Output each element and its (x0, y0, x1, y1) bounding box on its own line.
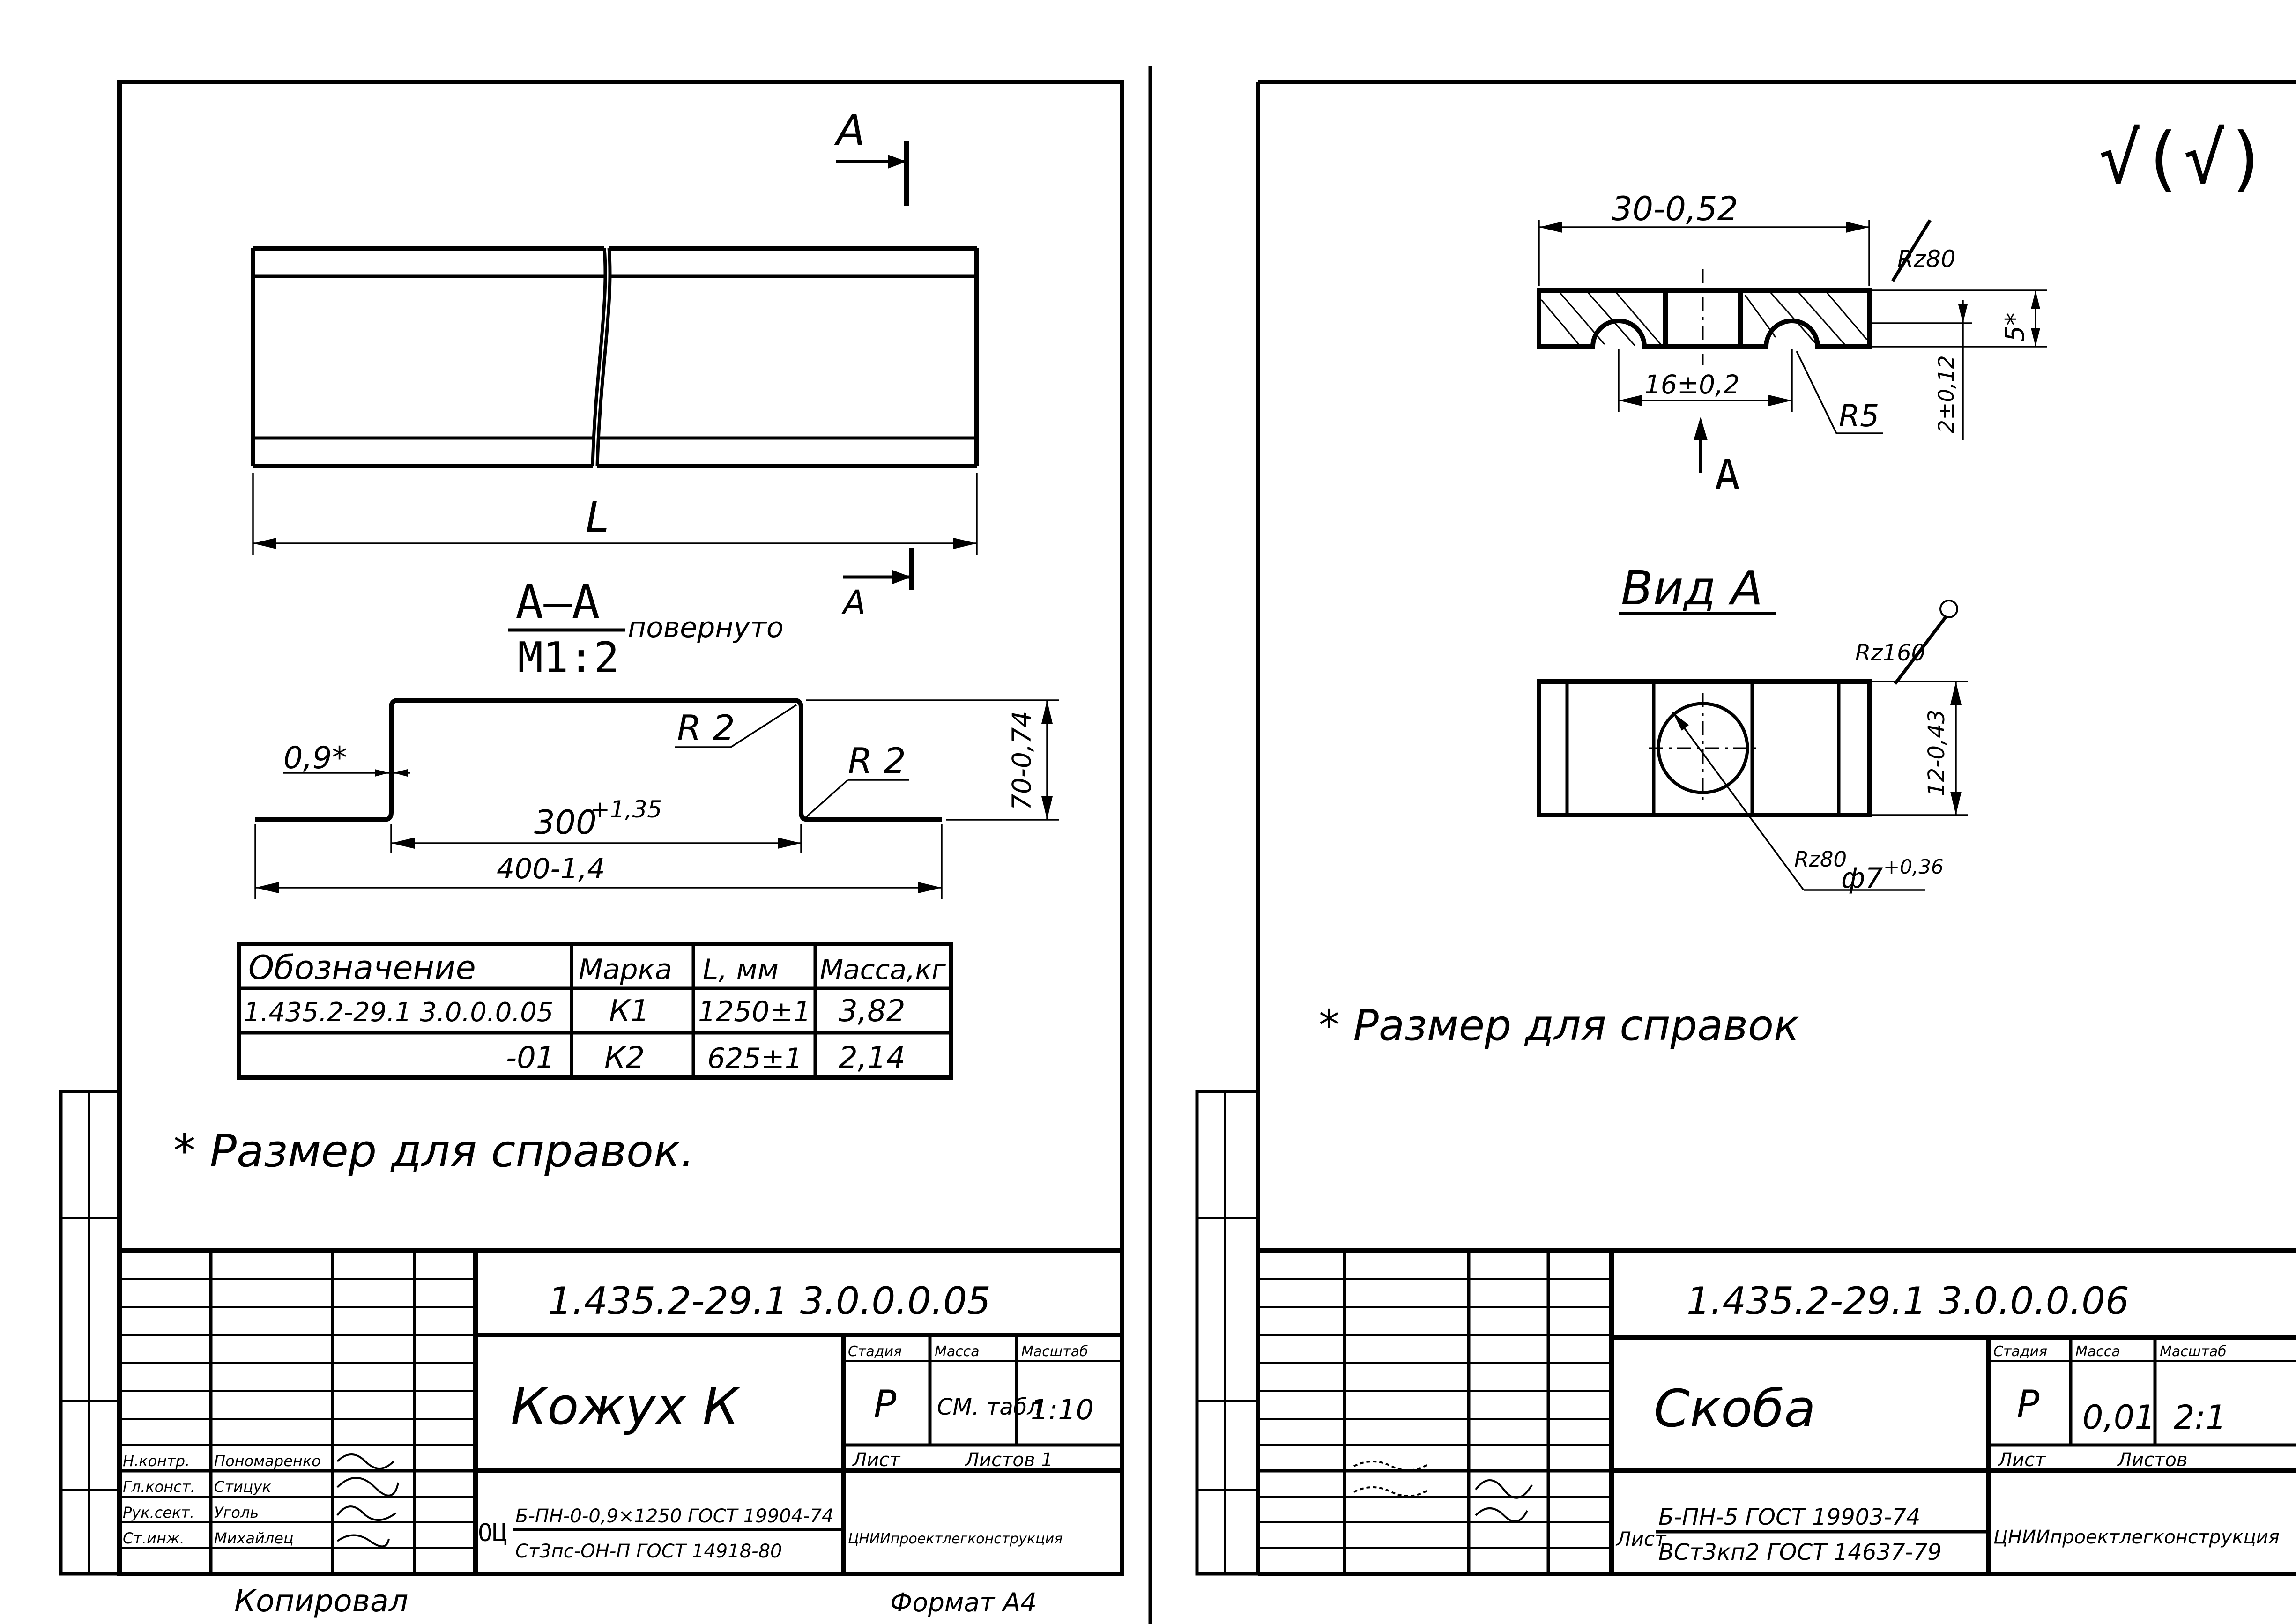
faded-entry-2 (1353, 1486, 1430, 1497)
left-footer-format: Формат А4 (890, 1587, 1037, 1617)
section-title-top: А–А (515, 575, 600, 630)
left-side-strip (59, 1090, 121, 1576)
table-row-1-designation: 1.435.2-29.1 3.0.0.0.05 (244, 997, 553, 1028)
right-mass-label: Масса (2075, 1343, 2120, 1360)
table-row-1-mark: К1 (609, 994, 649, 1029)
table-row-1-length: 1250±1 (698, 995, 811, 1028)
signature-3 (336, 1505, 397, 1521)
left-doc-code: 1.435.2-29.1 3.0.0.0.05 (548, 1279, 991, 1323)
hole-tol: +0,36 (1883, 855, 1944, 878)
role-3: Рук.сект. (123, 1504, 194, 1521)
left-stage-value: Р (874, 1382, 897, 1426)
right-org: ЦНИИпроектлегконструкция (1993, 1527, 2280, 1548)
left-sheet: А L А (59, 80, 1124, 1619)
right-sheet: √(√) 30-0,52 Rz80 (1195, 80, 2296, 1576)
width-dim: 30-0,52 (1612, 190, 1738, 228)
radius-1: R 2 (677, 707, 735, 749)
name-2: Стицук (214, 1478, 272, 1496)
table-row-2-designation: -01 (506, 1041, 555, 1075)
faded-signature-1 (1475, 1479, 1533, 1499)
right-doc-code: 1.435.2-29.1 3.0.0.0.06 (1687, 1279, 2129, 1323)
right-stage-label: Стадия (1993, 1343, 2047, 1360)
right-stage-value: Р (2017, 1382, 2040, 1426)
radius-r5: R5 (1839, 399, 1880, 434)
left-mass-label: Масса (935, 1343, 980, 1360)
groove-dim: 2±0,12 (1934, 355, 1959, 433)
section-marker-bottom: А (841, 583, 866, 622)
section-marker-top: А (834, 106, 865, 156)
table-row-2-length: 625±1 (707, 1042, 802, 1075)
kozhuh-main-view: L (251, 246, 979, 555)
table-header-length: L, мм (703, 953, 779, 986)
role-2: Гл.конст. (123, 1478, 195, 1496)
left-material-prefix: ОЦ (478, 1519, 507, 1547)
skoba-view-a: Rz160 12-0,43 Rz80 ф7 +0,36 (1537, 600, 1968, 895)
left-sheets-label: Листов 1 (964, 1449, 1053, 1471)
table-row-1-mass: 3,82 (839, 994, 906, 1029)
role-1: Н.контр. (123, 1452, 190, 1470)
left-sheet-label: Лист (852, 1449, 901, 1471)
view-height-dim: 12-0,43 (1924, 710, 1950, 796)
length-label: L (586, 493, 609, 542)
height-dim: 70-0,74 (1007, 711, 1037, 810)
left-note: * Размер для справок. (173, 1126, 695, 1177)
signature-1 (336, 1453, 394, 1469)
name-3: Уголь (214, 1504, 259, 1521)
skoba-section: 30-0,52 Rz80 5* (1537, 190, 2047, 500)
left-footer-copy: Копировал (234, 1584, 408, 1619)
right-title-block: 1.435.2-29.1 3.0.0.0.06 Скоба Стадия Мас… (1258, 1248, 2296, 1574)
section-title-bottom: М1:2 (518, 633, 619, 682)
roughness-top: √(√) (2099, 118, 2268, 200)
right-sheet-label: Лист (1997, 1449, 2046, 1471)
view-title: Вид А (1621, 561, 1763, 615)
left-stage-label: Стадия (848, 1343, 902, 1360)
right-material-line-1: Б-ПН-5 ГОСТ 19903-74 (1658, 1504, 1920, 1530)
right-part-name: Скоба (1654, 1379, 1816, 1439)
right-side-strip (1195, 1090, 1260, 1576)
outer-width-dim: 400-1,4 (497, 853, 605, 885)
right-material-line-2: ВСт3кп2 ГОСТ 14637-79 (1658, 1539, 1942, 1565)
role-4: Ст.инж. (123, 1529, 185, 1547)
table-header-mass: Масса,кг (820, 954, 946, 986)
left-part-name: Кожух К (511, 1376, 742, 1436)
mark-table: Обозначение Марка L, мм Масса,кг 1.435.2… (237, 942, 953, 1080)
name-4: Михайлец (214, 1529, 294, 1547)
left-title-block: Н.контр. Гл.конст. Рук.сект. Ст.инж. Пон… (119, 1248, 1122, 1574)
right-mass-value: 0,01 (2082, 1398, 2155, 1437)
rz-2: Rz160 (1855, 640, 1925, 666)
left-mass-value: СМ. табл (937, 1394, 1041, 1420)
left-scale-value: 1:10 (1031, 1394, 1094, 1426)
table-header-mark: Марка (579, 953, 672, 986)
view-arrow-label: А (1715, 451, 1740, 500)
right-scale-label: Масштаб (2160, 1343, 2227, 1360)
rz-3: Rz80 (1794, 847, 1847, 872)
signature-2 (336, 1477, 399, 1497)
section-note: повернуто (628, 611, 784, 644)
left-material-line-2: Ст3пс-ОН-П ГОСТ 14918-80 (515, 1541, 782, 1562)
left-sheet-frame (117, 80, 1124, 1576)
hole-spacing-dim: 16±0,2 (1644, 370, 1740, 400)
rz-1: Rz80 (1897, 245, 1956, 273)
kozhuh-profile-section: 0,9* R 2 R 2 300 +1,35 400-1,4 (254, 698, 1059, 899)
name-1: Пономаренко (214, 1452, 321, 1470)
height-5-dim: 5* (2000, 313, 2030, 342)
faded-signature-2 (1475, 1507, 1528, 1522)
faded-entry-1 (1353, 1461, 1430, 1471)
thickness-dim: 0,9* (283, 741, 347, 776)
left-org: ЦНИИпроектлегконструкция (848, 1531, 1063, 1547)
inner-width-dim: 300 (534, 803, 597, 842)
hole-dim: ф7 (1841, 862, 1883, 895)
right-scale-value: 2:1 (2174, 1398, 2227, 1437)
right-note: * Размер для справок (1319, 1001, 1799, 1050)
radius-2: R 2 (848, 740, 906, 781)
left-scale-label: Масштаб (1021, 1343, 1088, 1360)
table-row-2-mass: 2,14 (839, 1041, 906, 1075)
table-row-2-mark: К2 (604, 1041, 645, 1075)
inner-width-tol: +1,35 (590, 796, 662, 823)
signature-4 (336, 1534, 390, 1548)
right-sheets-label: Листов (2117, 1449, 2187, 1471)
table-header-designation: Обозначение (248, 949, 476, 987)
left-material-line-1: Б-ПН-0-0,9×1250 ГОСТ 19904-74 (515, 1505, 833, 1527)
